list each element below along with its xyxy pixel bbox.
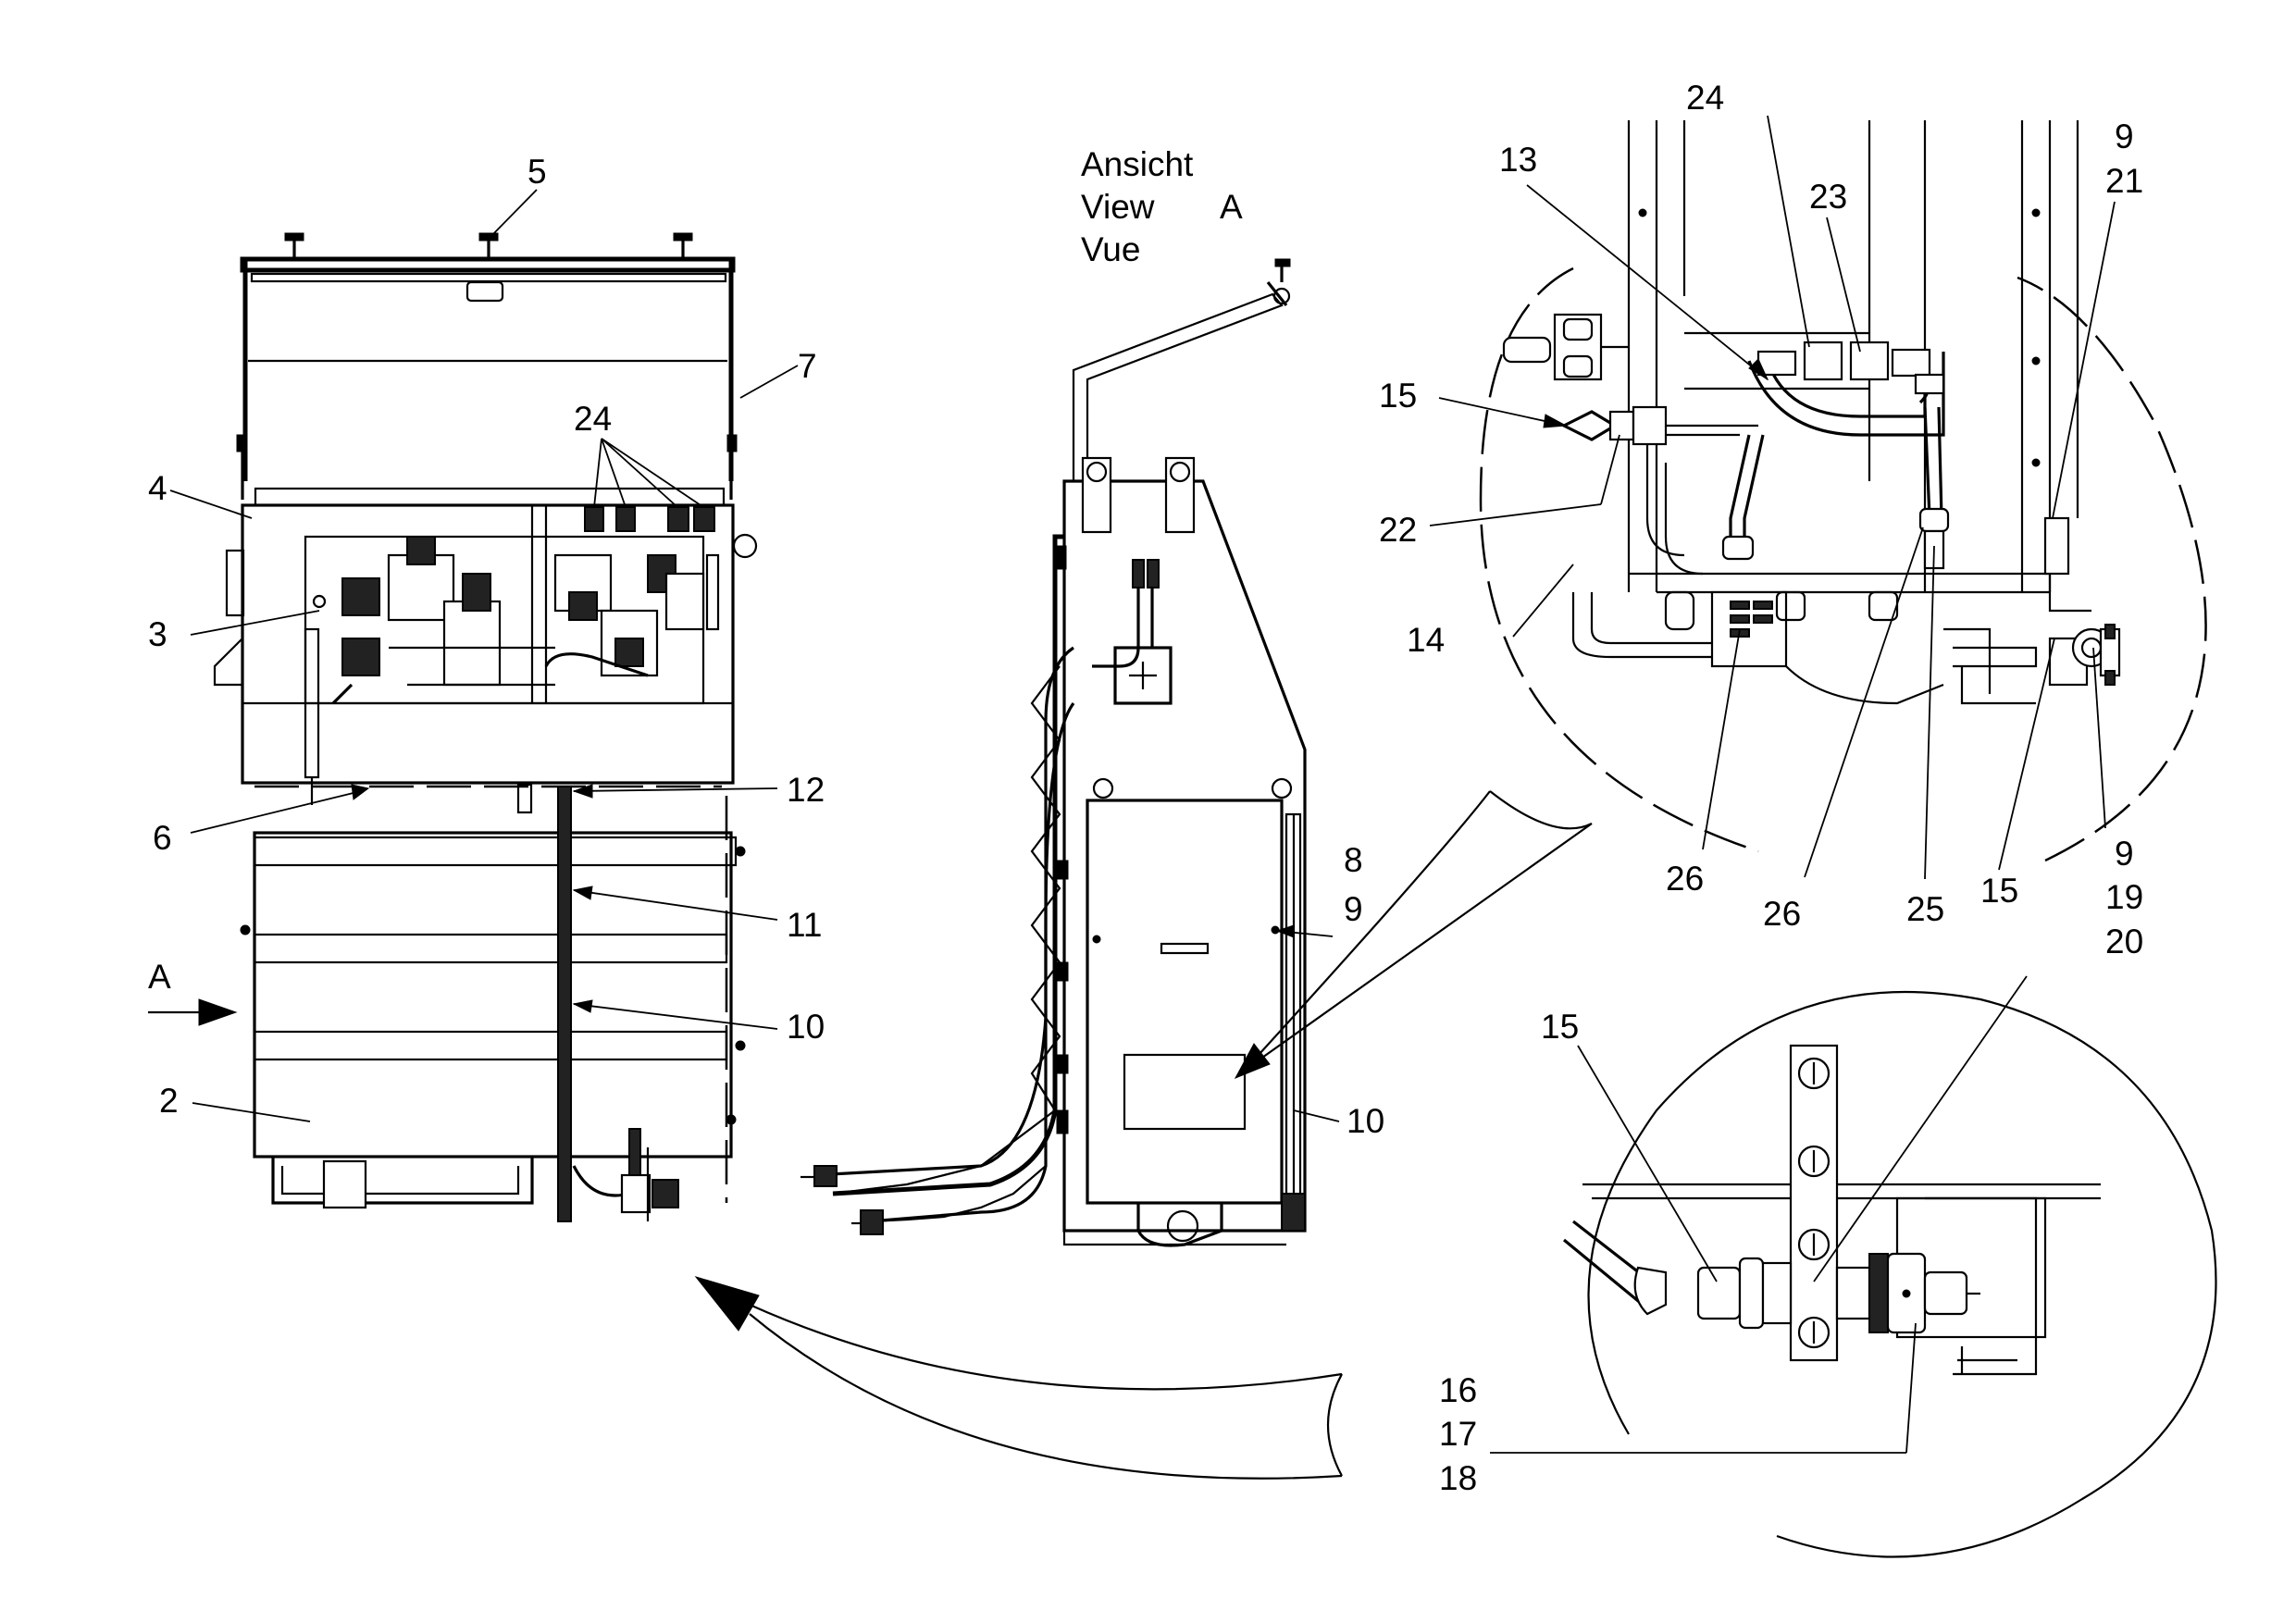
view-a-arrow — [148, 998, 238, 1026]
callout-7: 7 — [798, 347, 817, 385]
callout-5: 5 — [527, 153, 547, 191]
view-label-view: View — [1081, 188, 1155, 226]
callout-9: 9 — [1344, 890, 1363, 928]
view-arrow-to-detail — [1234, 790, 1593, 1079]
callout-16: 16 — [1439, 1371, 1477, 1409]
callout-15-right: 15 — [1980, 872, 2018, 910]
return-arrow — [694, 1276, 1343, 1480]
callout-15-left: 15 — [1379, 377, 1417, 415]
callout-12: 12 — [787, 771, 825, 809]
detail-circle-lower — [1562, 990, 2217, 1558]
callout-labels: 5 7 24 4 3 6 12 11 10 2 8 9 10 24 13 23 … — [148, 79, 2143, 1497]
detail-circle-upper — [1479, 120, 2207, 862]
side-view-a — [800, 258, 1307, 1247]
callout-17: 17 — [1439, 1415, 1477, 1453]
callout-6: 6 — [153, 819, 172, 857]
callout-11: 11 — [787, 906, 822, 944]
callout-2: 2 — [159, 1082, 179, 1120]
callout-21: 21 — [2105, 162, 2143, 200]
callout-25: 25 — [1906, 890, 1944, 928]
callout-13: 13 — [1499, 141, 1537, 179]
callout-15-lower: 15 — [1541, 1008, 1579, 1046]
callout-26-left: 26 — [1666, 860, 1704, 898]
callout-8: 8 — [1344, 841, 1363, 879]
callout-10-side: 10 — [1347, 1102, 1384, 1140]
view-label-ansicht: Ansicht — [1081, 145, 1194, 183]
callout-24: 24 — [574, 400, 612, 438]
lid-knob-left — [284, 232, 304, 261]
callout-19: 19 — [2105, 878, 2143, 916]
view-a-label: Ansicht View A Vue — [1081, 145, 1243, 268]
main-assembly-front-view — [148, 232, 758, 1222]
callout-26-right: 26 — [1763, 895, 1801, 933]
valve-manifold — [312, 536, 705, 705]
lid-knob-right — [673, 232, 693, 261]
arrow-a-label: A — [148, 958, 171, 996]
view-label-letter: A — [1220, 188, 1243, 226]
valve-knobs — [584, 506, 715, 532]
callout-24-detail: 24 — [1686, 79, 1724, 117]
callout-18: 18 — [1439, 1459, 1477, 1497]
callout-10: 10 — [787, 1008, 825, 1046]
callout-4: 4 — [148, 469, 168, 507]
lid-knob-center — [478, 232, 499, 261]
leader-lines — [169, 115, 2116, 1454]
callout-23: 23 — [1809, 178, 1847, 216]
callout-20: 20 — [2105, 923, 2143, 960]
callout-9-top: 9 — [2115, 118, 2134, 155]
callout-14: 14 — [1407, 621, 1445, 659]
callout-9-right: 9 — [2115, 835, 2134, 873]
view-label-vue: Vue — [1081, 230, 1140, 268]
callout-3: 3 — [148, 615, 168, 653]
callout-22: 22 — [1379, 511, 1417, 549]
